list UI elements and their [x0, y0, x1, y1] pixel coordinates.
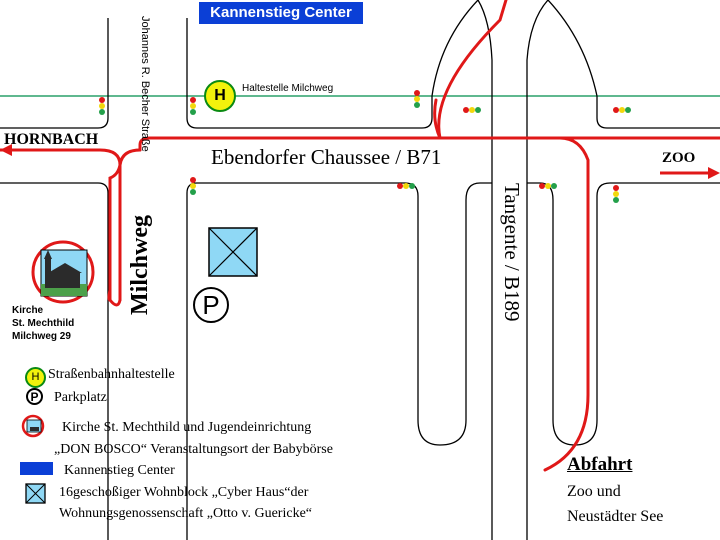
legend-parking-text: Parkplatz — [54, 390, 107, 405]
traffic-light-icon — [397, 183, 415, 189]
exit-title: Abfahrt — [567, 454, 633, 475]
traffic-light-icon — [539, 183, 557, 189]
legend-church-icon — [21, 414, 45, 438]
street-label-tangente: Tangente / B189 — [500, 183, 525, 322]
hornbach-arrow-icon — [0, 144, 12, 156]
exit-destination-line-2: Neustädter See — [567, 508, 664, 525]
traffic-light-icon — [414, 90, 420, 108]
church-caption: Kirche St. Mechthild Milchweg 29 — [12, 304, 74, 343]
traffic-light-icon — [613, 185, 619, 203]
route-path — [0, 0, 720, 472]
parking-icon: P — [193, 287, 229, 323]
legend-block-text: 16geschoßiger Wohnblock „Cyber Haus“der — [59, 485, 309, 500]
tram-stop-label: Haltestelle Milchweg — [242, 83, 334, 94]
legend-center-text: Kannenstieg Center — [64, 463, 175, 478]
legend-church-text: Kirche St. Mechthild und Jugendeinrichtu… — [62, 420, 312, 435]
hornbach-label: HORNBACH — [4, 131, 99, 148]
traffic-light-icon — [190, 177, 196, 195]
legend-block-text-2: Wohnungsgenossenschaft „Otto v. Guericke… — [59, 506, 313, 521]
legend-parking-icon: P — [26, 388, 43, 405]
traffic-lights — [99, 90, 631, 203]
church-icon — [31, 240, 95, 304]
church-caption-line: St. Mechthild — [12, 318, 75, 329]
legend-tram-stop-icon: H — [25, 367, 46, 388]
legend-tram-text: Straßenbahnhaltestelle — [48, 367, 175, 382]
church-caption-line: Kirche — [12, 305, 44, 316]
legend-center-icon — [20, 462, 53, 475]
street-label-milchweg: Milchweg — [127, 215, 153, 315]
zoo-arrow-icon — [708, 167, 720, 179]
tram-stop-icon: H — [204, 80, 236, 112]
traffic-light-icon — [613, 107, 631, 113]
street-label-johannes-becher: Johannes R. Becher Straße — [139, 16, 151, 152]
traffic-light-icon — [190, 97, 196, 115]
zoo-label: ZOO — [662, 150, 696, 166]
traffic-light-icon — [99, 97, 105, 115]
street-label-ebendorfer: Ebendorfer Chaussee / B71 — [211, 145, 442, 169]
church-caption-line: Milchweg 29 — [12, 331, 71, 342]
apartment-block-icon — [208, 227, 258, 277]
legend-church-text-2: „DON BOSCO“ Veranstaltungsort der Babybö… — [54, 442, 333, 457]
exit-destination-line: Zoo und — [567, 483, 621, 500]
traffic-light-icon — [463, 107, 481, 113]
legend-apartment-block-icon — [25, 483, 46, 504]
kannenstieg-center-label: Kannenstieg Center — [199, 2, 363, 24]
